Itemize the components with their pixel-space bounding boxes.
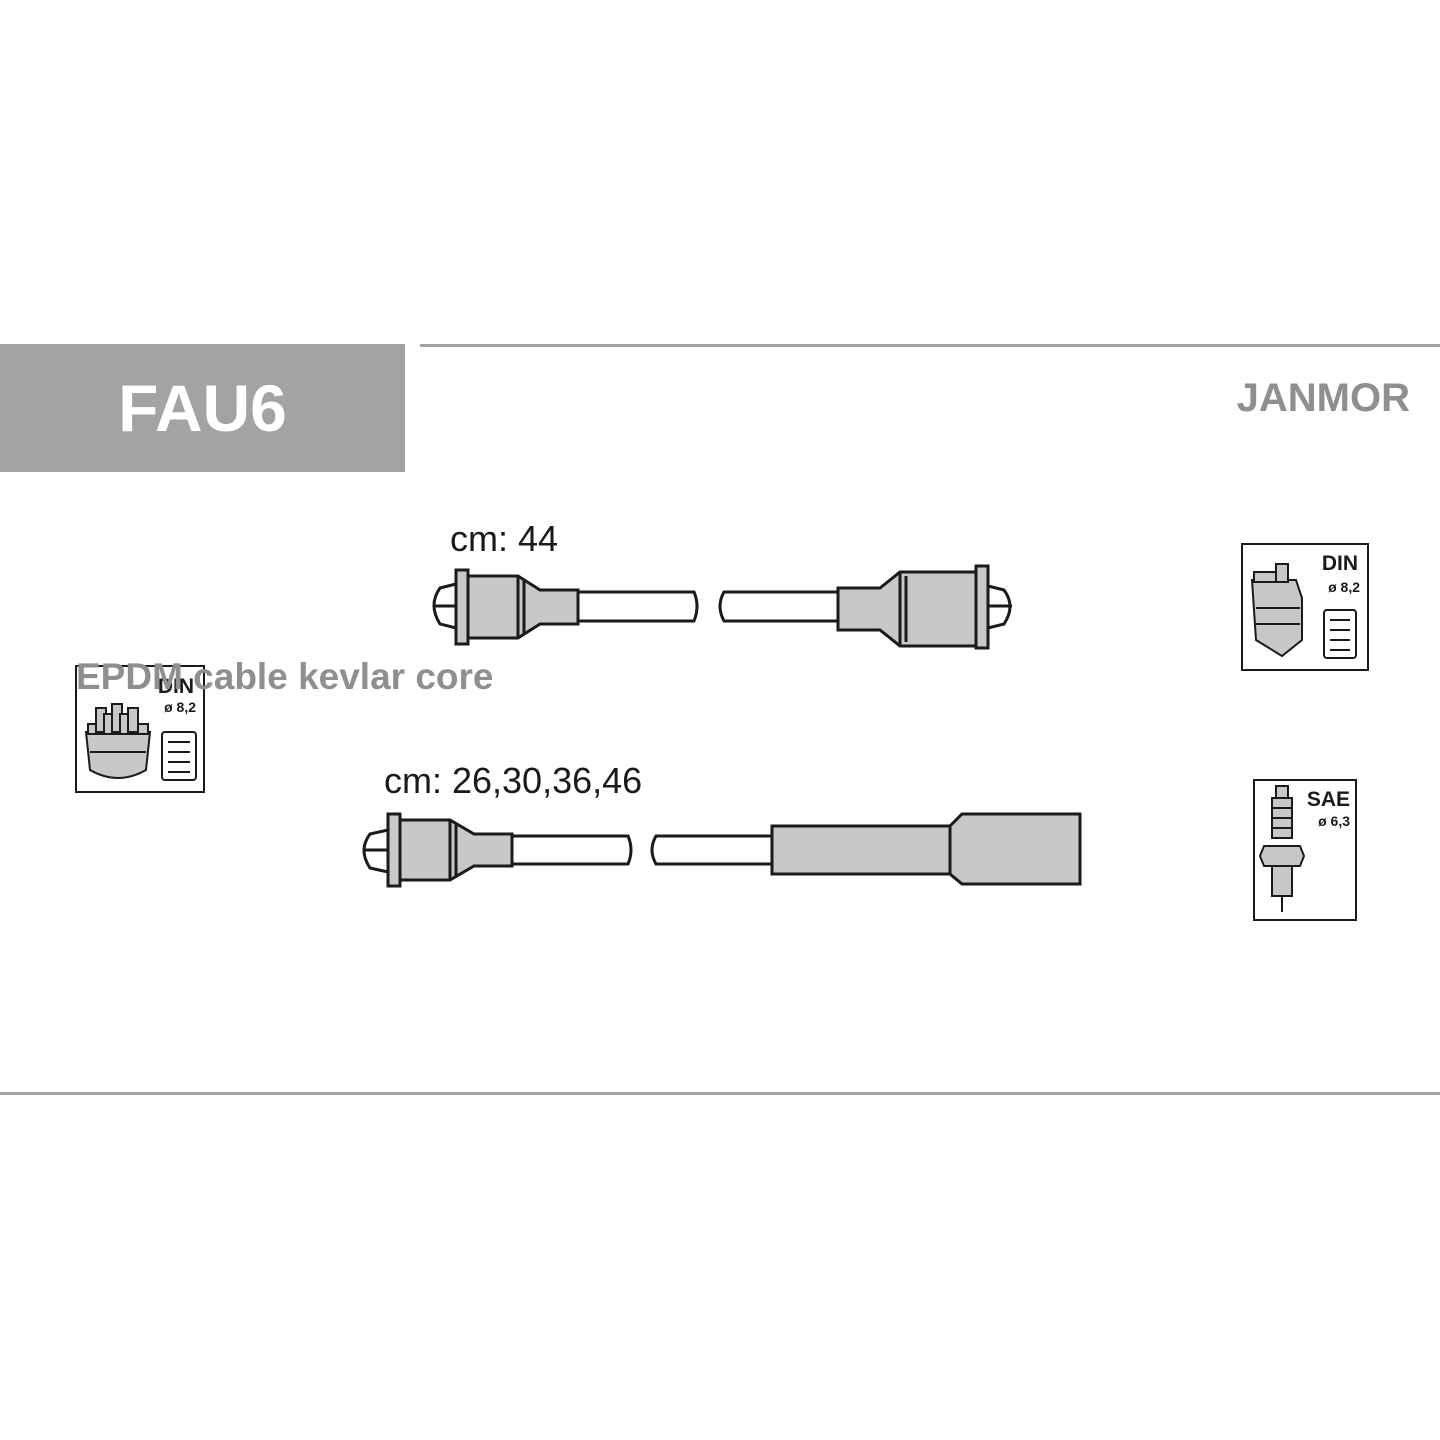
coil-size: ø 8,2 — [1328, 579, 1360, 595]
coil-connector-box: DIN ø 8,2 — [1241, 543, 1369, 671]
cable-material-note: EPDM cable kevlar core — [76, 656, 494, 697]
header-code-box — [0, 344, 405, 472]
part-code: FAU6 — [118, 371, 287, 445]
brand-name: JANMOR — [1236, 376, 1410, 420]
terminal-icon — [161, 731, 197, 781]
spark-plug-standard: SAE — [1307, 788, 1350, 811]
cable-2-length: cm: 26,30,36,46 — [384, 760, 643, 801]
top-rule — [420, 344, 1440, 347]
distributor-standard: DIN — [158, 675, 194, 698]
cable-1-length: cm: 44 — [450, 518, 559, 559]
spark-plug-size: ø 6,3 — [1318, 813, 1350, 829]
ignition-coil-icon — [1250, 563, 1303, 658]
distributor-connector-box: DIN ø 8,2 — [75, 665, 205, 793]
terminal-icon — [1323, 609, 1357, 659]
spark-plug-icon — [1258, 785, 1306, 912]
coil-standard: DIN — [1322, 552, 1358, 575]
distributor-size: ø 8,2 — [164, 699, 196, 715]
cable-1 — [432, 564, 1012, 650]
spark-plug-connector-box: SAE ø 6,3 — [1253, 779, 1357, 921]
bottom-rule — [0, 1092, 1440, 1095]
cable-2 — [362, 812, 1082, 888]
distributor-cap-icon — [84, 703, 152, 779]
